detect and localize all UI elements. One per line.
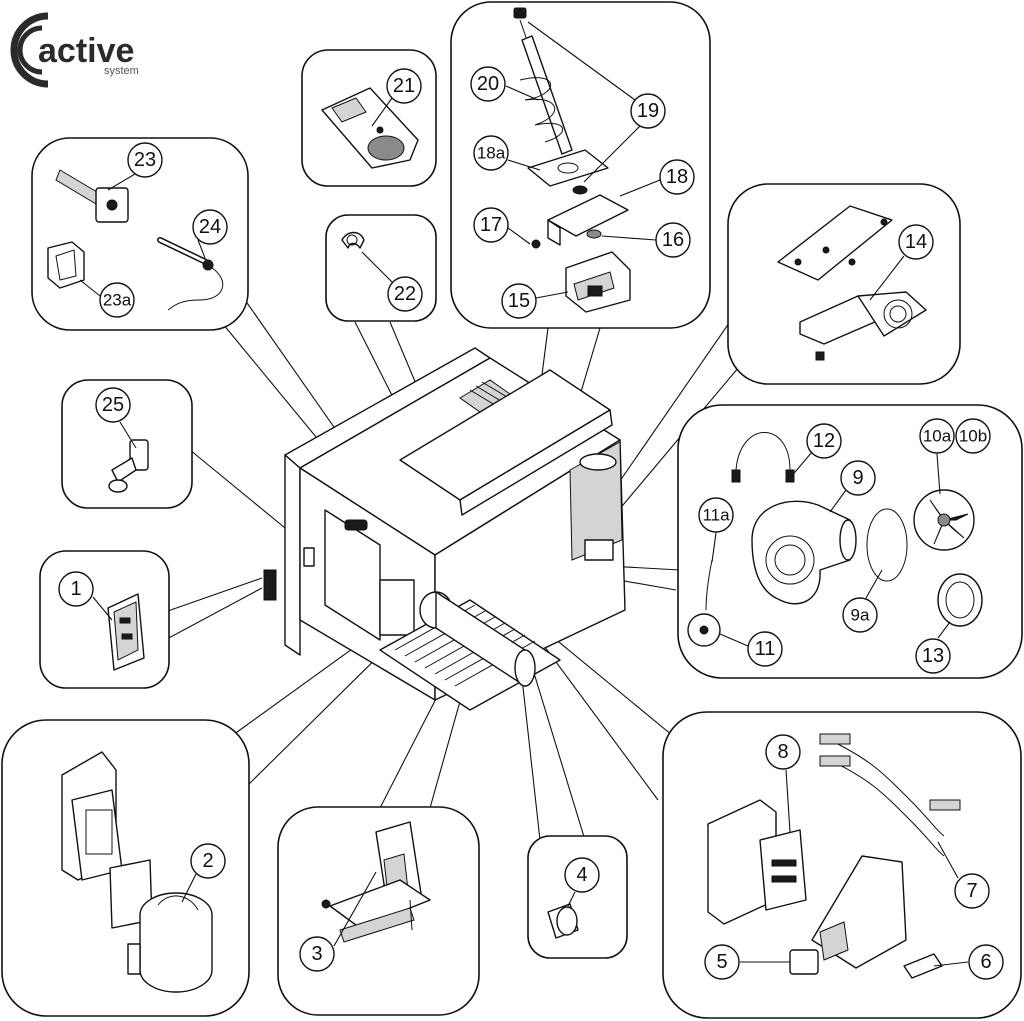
callout-3: 3 — [299, 936, 335, 972]
callout-23a: 23a — [99, 282, 135, 318]
callout-19-label: 19 — [637, 100, 659, 122]
callout-21: 21 — [386, 68, 422, 104]
callout-23-label: 23 — [134, 149, 156, 171]
callout-17: 17 — [473, 207, 509, 243]
callout-2: 2 — [190, 843, 226, 879]
callout-18: 18 — [659, 159, 695, 195]
callout-3-label: 3 — [311, 943, 322, 965]
callout-23: 23 — [127, 142, 163, 178]
callout-9a-label: 9a — [851, 606, 870, 625]
callout-25: 25 — [95, 387, 131, 423]
callout-10b-label: 10b — [959, 427, 987, 446]
callout-22-label: 22 — [394, 283, 416, 305]
callout-17-label: 17 — [480, 214, 502, 236]
callout-5-label: 5 — [716, 951, 727, 973]
callout-8-label: 8 — [777, 741, 788, 763]
callout-8: 8 — [765, 734, 801, 770]
callout-15: 15 — [501, 283, 537, 319]
callout-19: 19 — [630, 93, 666, 129]
callout-5: 5 — [704, 944, 740, 980]
logo-word: active — [38, 32, 134, 70]
callout-4-label: 4 — [576, 864, 587, 886]
callout-11a-label: 11a — [702, 506, 730, 525]
callout-7: 7 — [954, 873, 990, 909]
callout-16: 16 — [655, 222, 691, 258]
callout-11: 11 — [747, 631, 783, 667]
callout-14: 14 — [898, 224, 934, 260]
callout-22: 22 — [387, 276, 423, 312]
callout-13-label: 13 — [922, 645, 944, 667]
callout-21-label: 21 — [393, 75, 415, 97]
detail-box-3 — [277, 806, 480, 1016]
callout-6: 6 — [968, 944, 1004, 980]
callout-6-label: 6 — [980, 951, 991, 973]
detail-box-1 — [39, 550, 170, 689]
callout-24-label: 24 — [199, 216, 221, 238]
detail-box-auger — [450, 1, 711, 329]
callout-1: 1 — [58, 571, 94, 607]
callout-2-label: 2 — [202, 850, 213, 872]
detail-box-14 — [727, 183, 961, 385]
callout-10b: 10b — [955, 418, 991, 454]
detail-box-4 — [527, 835, 628, 959]
detail-box-fan — [677, 404, 1023, 679]
callout-14-label: 14 — [905, 231, 927, 253]
callout-12-label: 12 — [813, 430, 835, 452]
detail-box-2 — [1, 719, 250, 1017]
callout-4: 4 — [564, 857, 600, 893]
callout-15-label: 15 — [508, 290, 530, 312]
callout-13: 13 — [915, 638, 951, 674]
callout-12: 12 — [806, 423, 842, 459]
stove-body — [263, 347, 626, 711]
detail-box-23-24 — [31, 137, 249, 331]
callout-18a: 18a — [473, 135, 509, 171]
callout-16-label: 16 — [662, 229, 684, 251]
detail-box-21 — [301, 49, 437, 187]
callout-9-label: 9 — [852, 467, 863, 489]
callout-18a-label: 18a — [477, 144, 506, 163]
callout-20-label: 20 — [477, 73, 499, 95]
callout-10a-label: 10a — [923, 427, 952, 446]
logo-subtitle: system — [104, 65, 139, 77]
callout-1-label: 1 — [70, 578, 81, 600]
callout-20: 20 — [470, 66, 506, 102]
callout-11-label: 11 — [755, 638, 776, 660]
detail-box-electronics — [662, 711, 1022, 1019]
callout-10a: 10a — [919, 418, 955, 454]
callout-25-label: 25 — [102, 394, 124, 416]
detail-box-25 — [61, 379, 193, 509]
callout-24: 24 — [192, 209, 228, 245]
callout-18-label: 18 — [666, 166, 688, 188]
callout-11a: 11a — [698, 497, 734, 533]
brand-logo: active system — [10, 12, 139, 88]
callout-23a-label: 23a — [103, 291, 132, 310]
callout-9a: 9a — [842, 597, 878, 633]
callout-9: 9 — [840, 460, 876, 496]
detail-box-22 — [325, 214, 437, 322]
callout-7-label: 7 — [966, 880, 977, 902]
callout-pointers — [79, 21, 969, 967]
